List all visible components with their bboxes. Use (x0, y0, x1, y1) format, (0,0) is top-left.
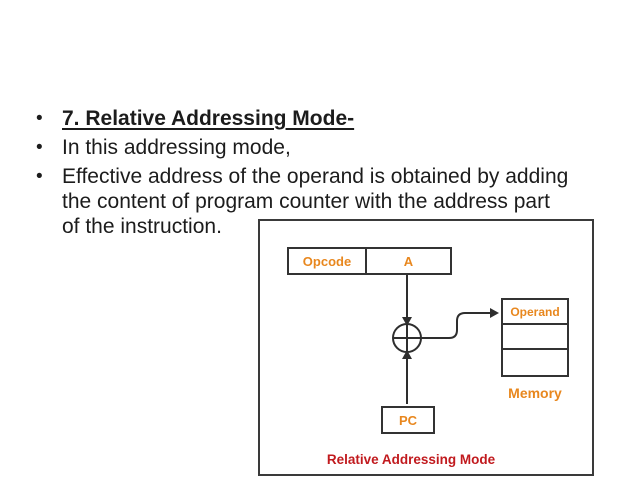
opcode-cell: Opcode (289, 249, 367, 273)
address-field-cell: A (367, 249, 450, 273)
bullet-text: In this addressing mode, (62, 136, 291, 159)
bullet-marker: • (36, 166, 43, 187)
arrow-a-to-adder (402, 273, 412, 326)
adder-icon (392, 323, 422, 353)
bullet-text-line: the content of program counter with the … (62, 190, 550, 213)
list-item: • Effective address of the operand is ob… (36, 164, 611, 239)
arrow-adder-to-operand (421, 308, 499, 339)
memory-cell (503, 350, 567, 375)
memory-label: Memory (508, 385, 562, 401)
address-field-label: A (403, 253, 414, 269)
memory-cell-operand: Operand (503, 300, 567, 325)
memory-box: Operand (501, 298, 569, 377)
diagram-caption: Relative Addressing Mode (326, 452, 496, 467)
instruction-box: Opcode A (287, 247, 452, 275)
pc-box: PC (381, 406, 435, 434)
bullet-text-line: Effective address of the operand is obta… (62, 165, 569, 188)
pc-label: PC (398, 412, 418, 428)
slide-heading: 7. Relative Addressing Mode- (62, 107, 355, 130)
arrow-pc-to-adder (402, 350, 412, 404)
diagram-connectors (392, 273, 499, 404)
list-item: • 7. Relative Addressing Mode- (36, 106, 611, 131)
bullet-marker: • (36, 108, 43, 129)
opcode-label: Opcode (302, 253, 352, 269)
bullet-list: • 7. Relative Addressing Mode- • In this… (36, 106, 611, 243)
addressing-mode-diagram: Opcode A Operand Memory PC Relative Addr… (258, 219, 594, 476)
memory-cell (503, 325, 567, 350)
bullet-text-line: of the instruction. (62, 215, 222, 238)
operand-label: Operand (510, 304, 560, 319)
bullet-marker: • (36, 137, 43, 158)
list-item: • In this addressing mode, (36, 135, 611, 160)
bullet-text-multiline: Effective address of the operand is obta… (62, 164, 568, 239)
